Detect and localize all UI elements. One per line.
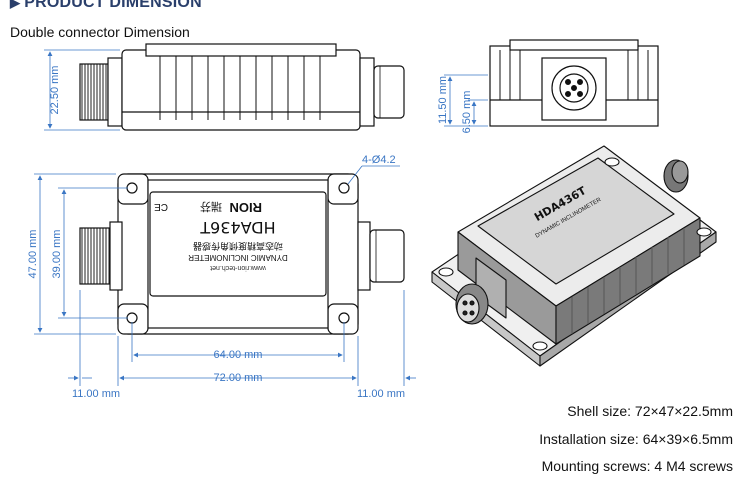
- side-fins: [159, 56, 321, 120]
- left-connector-length-label: 11.00 mm: [72, 388, 120, 400]
- mount-hole-tl: [126, 182, 138, 194]
- label-brand: RION: [230, 200, 263, 215]
- mount-hole-tr: [338, 182, 350, 194]
- top-label-text: www.rion-tech.net DYNAMIC INCLINOMETER 动…: [154, 200, 288, 271]
- top-label-plate: [149, 191, 327, 297]
- hole-pitch-h-label: 64.00 mm: [214, 349, 263, 361]
- label-model: HDA436T: [200, 218, 276, 237]
- label-ce-mark: CE: [154, 201, 168, 212]
- spec-mounting-screws: Mounting screws: 4 M4 screws: [541, 458, 733, 474]
- end-fins: [499, 50, 649, 100]
- label-url: www.rion-tech.net: [210, 264, 267, 271]
- side-height-dimension: [44, 49, 120, 131]
- hole-spec-label: 4-Ø4.2: [362, 154, 396, 166]
- mount-hole-br: [338, 312, 350, 324]
- side-view: [79, 43, 405, 131]
- label-brand-cn: 瑞芬: [200, 200, 222, 214]
- body-height-label: 47.00 mm: [27, 230, 39, 279]
- label-line1: 动态高精度倾角传感器: [193, 240, 283, 252]
- side-left-connector-thread: [79, 63, 109, 121]
- top-left-connector-thread: [79, 227, 111, 285]
- spec-installation-size: Installation size: 64×39×6.5mm: [539, 431, 733, 447]
- hole-pitch-v-label: 39.00 mm: [51, 230, 63, 279]
- top-view-dimensions: [34, 165, 416, 386]
- side-body: [121, 49, 361, 131]
- triangle-bullet-icon: ▶: [10, 0, 21, 10]
- spec-shell-size: Shell size: 72×47×22.5mm: [567, 403, 733, 419]
- side-right-connector-nut: [359, 57, 375, 127]
- body-width-label: 72.00 mm: [214, 372, 263, 384]
- section-title: PRODUCT DIMENSION: [24, 0, 202, 11]
- end-height-dimensions: [444, 74, 488, 127]
- top-right-connector: [369, 229, 405, 283]
- end-top-lid: [509, 39, 639, 51]
- isometric-view: [431, 145, 717, 367]
- mount-hole-bl: [126, 312, 138, 324]
- side-right-connector-body: [373, 65, 405, 119]
- iso-label-plate: [477, 157, 675, 285]
- right-connector-length-label: 11.00 mm: [357, 388, 405, 400]
- subtitle: Double connector Dimension: [10, 24, 190, 40]
- top-view: [79, 173, 405, 335]
- side-height-label: 22.50 mm: [49, 66, 61, 115]
- section-header: ▶PRODUCT DIMENSION: [10, 0, 202, 12]
- label-line2: DYNAMIC INCLINOMETER: [188, 253, 288, 262]
- end-total-height-label: 11.50 mm: [437, 76, 449, 124]
- end-base-height-label: 6.50 mm: [461, 91, 473, 134]
- end-view: [489, 39, 659, 127]
- side-left-connector-nut: [107, 57, 123, 127]
- side-top-lid: [145, 43, 337, 57]
